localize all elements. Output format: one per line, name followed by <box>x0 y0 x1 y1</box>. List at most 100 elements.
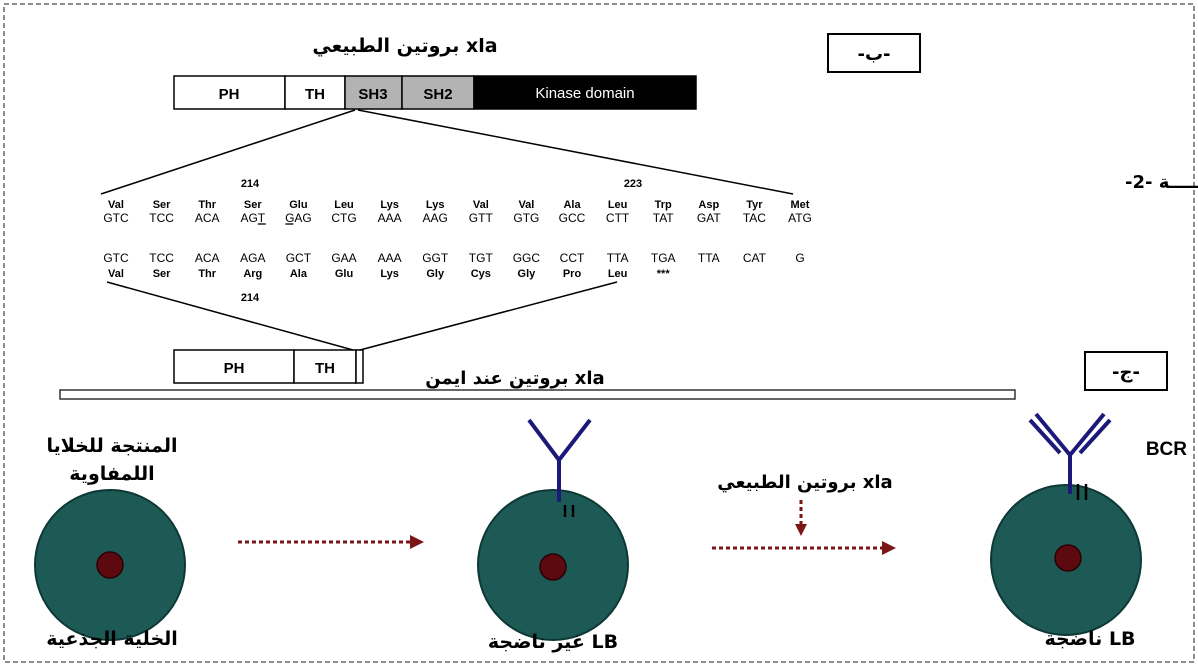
codon: TAT <box>653 211 675 225</box>
domain-sh2-label: SH2 <box>423 86 452 103</box>
mutant-domain-ph <box>173 349 295 384</box>
amino-acid: Leu <box>608 268 628 280</box>
arrow-1-head <box>410 535 424 549</box>
amino-acid: Thr <box>198 199 216 211</box>
immature-cell-nucleus <box>539 553 567 581</box>
amino-acid: Pro <box>563 268 582 280</box>
codon: ATG <box>788 211 812 225</box>
mature-lb-cell <box>990 412 1142 636</box>
stem-cell-nucleus <box>96 551 124 579</box>
domain-th-label: TH <box>305 86 325 103</box>
amino-acid: Val <box>518 199 534 211</box>
normal-protein-arrow-label: xla بروتين الطبيعي <box>717 472 892 493</box>
codon: CAT <box>743 251 767 265</box>
codon: ACA <box>195 251 220 265</box>
label-box-b <box>827 33 921 73</box>
codon: AAA <box>378 251 402 265</box>
mutant-domain-ph-label: PH <box>224 360 245 377</box>
zoom-line-left <box>100 109 356 195</box>
zoom-line-right <box>357 109 794 195</box>
stem-cell-caption: الخلية الجذعية <box>46 628 178 650</box>
amino-acid: Ser <box>244 199 262 211</box>
amino-acid: Lys <box>380 199 399 211</box>
position-214-top: 214 <box>241 178 260 190</box>
amino-acid: Gly <box>426 268 445 280</box>
codon: TAC <box>743 211 766 225</box>
position-214-bottom: 214 <box>241 292 260 304</box>
codon: GCT <box>286 251 312 265</box>
document-title: الوثيقــــــــة -2- <box>1125 172 1198 193</box>
amino-acid: Trp <box>655 199 672 211</box>
producer-caption-line2: اللمفاوية <box>69 463 154 485</box>
codon: AGT <box>240 211 265 225</box>
codon: TTA <box>698 251 720 265</box>
codon: AAA <box>378 211 402 225</box>
immature-caption: LB غير ناضجة <box>488 631 618 653</box>
domain-kinase <box>473 75 697 110</box>
immature-lb-cell <box>477 418 629 641</box>
amino-acid: Val <box>108 268 124 280</box>
amino-acid: Glu <box>289 199 307 211</box>
amino-acid: Val <box>108 199 124 211</box>
mature-cell-nucleus <box>1054 544 1082 572</box>
stem-cell <box>34 489 186 641</box>
codon: GTT <box>469 211 494 225</box>
mutant-domain-th-label: TH <box>315 360 335 377</box>
codon: TCC <box>149 211 174 225</box>
codon: TTA <box>607 251 629 265</box>
immature-receptor-icon <box>527 418 592 517</box>
amino-acid: Thr <box>198 268 216 280</box>
mutant-protein-domains: PH TH <box>173 349 364 384</box>
amino-acid: Met <box>791 199 810 211</box>
codon: TGT <box>469 251 494 265</box>
codon: TCC <box>149 251 174 265</box>
codon: GTC <box>103 211 129 225</box>
amino-acid: Cys <box>471 268 491 280</box>
mature-caption: LB ناضجة <box>1044 628 1135 650</box>
normal-protein-domains: PH TH SH3 SH2 Kinase domain <box>173 75 697 110</box>
arrow-vertical-head <box>795 524 807 536</box>
label-box-j <box>1084 351 1168 391</box>
amino-acid: Ala <box>563 199 581 211</box>
amino-acid: Tyr <box>746 199 763 211</box>
codon: GGT <box>422 251 449 265</box>
codon: GAA <box>331 251 356 265</box>
codon: CTG <box>331 211 356 225</box>
amino-acid: Ser <box>153 268 171 280</box>
producer-caption-line1: المنتجة للخلايا <box>46 435 177 457</box>
zoom-line-bottom-right <box>359 281 618 351</box>
amino-acid: Val <box>473 199 489 211</box>
amino-acid: *** <box>657 268 671 280</box>
codon: ACA <box>195 211 220 225</box>
codon: G <box>795 251 804 265</box>
codon: AGA <box>240 251 265 265</box>
normal-protein-title: xla بروتين الطبيعي <box>312 35 497 57</box>
amino-acid: Lys <box>380 268 399 280</box>
codon: TGA <box>651 251 676 265</box>
mutant-truncation <box>355 349 364 384</box>
amino-acid: Asp <box>698 199 719 211</box>
amino-acid: Leu <box>334 199 354 211</box>
amino-acid: Leu <box>608 199 628 211</box>
amino-acid: Ser <box>153 199 171 211</box>
codon: CCT <box>560 251 585 265</box>
bcr-receptor-icon <box>1028 412 1112 500</box>
label-box-j-text: -ج- <box>1112 362 1140 383</box>
page-border <box>3 3 1195 663</box>
label-box-b-text: -ب- <box>857 44 890 65</box>
amino-acid: Ala <box>290 268 308 280</box>
amino-acid: Glu <box>335 268 353 280</box>
codon: CTT <box>606 211 630 225</box>
amino-acid: Gly <box>518 268 537 280</box>
position-223-top: 223 <box>624 178 642 190</box>
arrow-2-head <box>882 541 896 555</box>
amino-acid: Arg <box>243 268 262 280</box>
codon: GCC <box>559 211 586 225</box>
codon: GGC <box>513 251 541 265</box>
codon: GTG <box>513 211 539 225</box>
domain-sh3-label: SH3 <box>358 86 387 103</box>
codon: GAT <box>697 211 721 225</box>
